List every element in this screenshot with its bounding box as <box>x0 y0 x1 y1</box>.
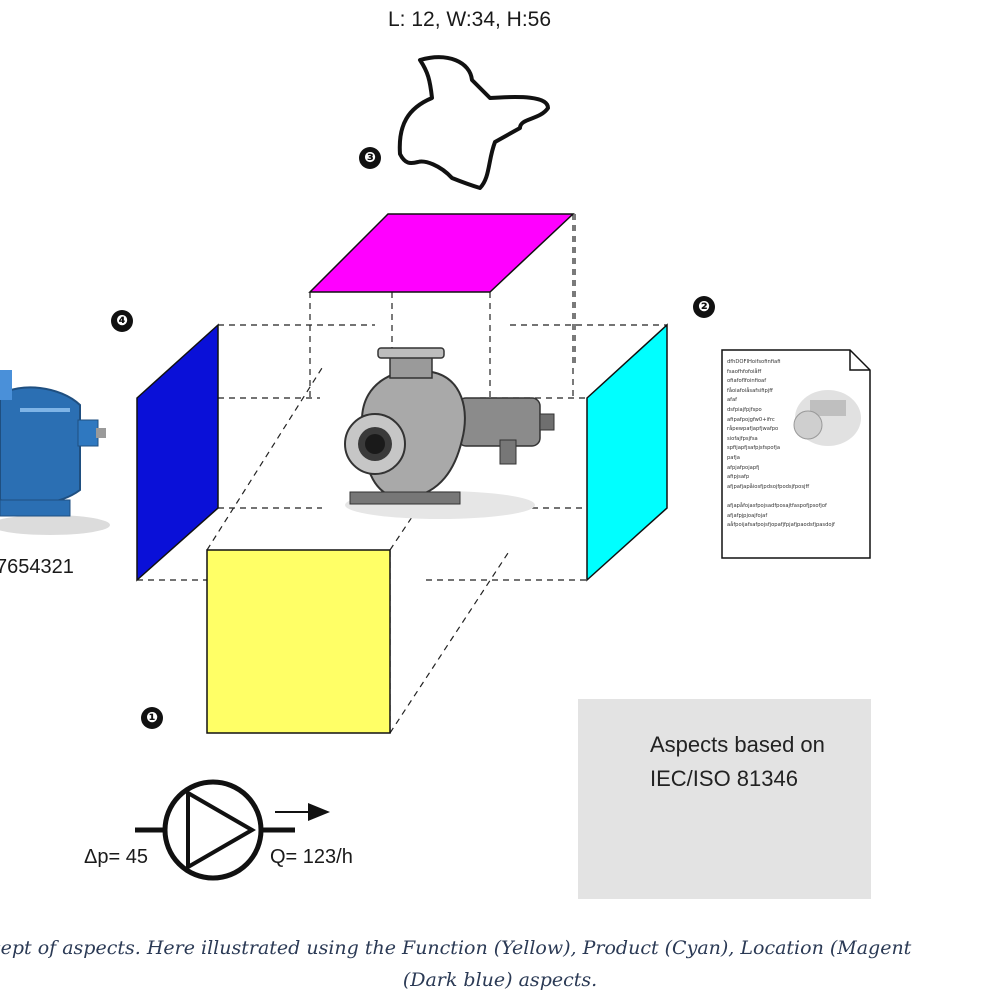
doc-line: afjpafjapåiosfjpdsojfpodsjfposjff <box>727 483 810 490</box>
marker-2: ❷ <box>693 296 715 318</box>
doc-line: råpewpafjapfjwafpo <box>727 426 779 433</box>
marker-1: ❶ <box>141 707 163 729</box>
legend-title: Aspects based on IEC/ISO 81346 <box>650 732 825 791</box>
doc-line: afjapåfojasfpojsadfposajtfaspofjpsofjof <box>727 502 827 509</box>
doc-line: afipjsafp <box>727 474 750 481</box>
marker-3: ❸ <box>359 147 381 169</box>
doc-line: spfijapfjsafpjsfspofja <box>727 445 781 452</box>
doc-line: aåfpoijafsafpojsfjopafjfpjafjpaodsfjpasd… <box>727 522 835 529</box>
doc-line: pafja <box>727 454 740 461</box>
serial-number-label: 7654321 <box>0 556 74 578</box>
doc-line <box>727 492 847 502</box>
left-pump-photo <box>0 370 110 535</box>
dimensions-label: L: 12, W:34, H:56 <box>388 8 552 31</box>
marker-4: ❹ <box>111 310 133 332</box>
legend-panel <box>578 699 871 899</box>
doc-line: afipafpojgfw0+ifrc <box>727 416 775 423</box>
location-face <box>308 213 575 293</box>
doc-line: dsfpiajfpjfspo <box>727 406 762 413</box>
caption-line-2: (Dark blue) aspects. <box>402 969 598 991</box>
pump-outline <box>397 55 550 190</box>
pump-image <box>344 347 555 519</box>
doc-line: fåoiafoiåsafsifipjff <box>727 387 773 394</box>
document-text: dfhDOFIHoifsofinfiafi fsaofhfofoiåff ofi… <box>727 358 847 531</box>
flow-arrow <box>275 803 330 821</box>
pump-symbol <box>135 779 295 881</box>
doc-line: fsaofhfofoiåff <box>727 368 762 375</box>
doc-line: dfhDOFIHoifsofinfiafi <box>727 359 781 365</box>
type-face <box>136 323 219 582</box>
document-icon <box>721 349 871 559</box>
doc-line: afpjafpojapfj <box>727 464 760 471</box>
caption-line-1: cept of aspects. Here illustrated using … <box>0 937 912 959</box>
doc-line: ofiafoflfoinfioaf <box>727 378 767 385</box>
doc-line: afaf <box>727 397 738 404</box>
function-face <box>206 549 391 734</box>
product-face <box>586 323 668 582</box>
doc-line: siofajfpsjfsa <box>727 435 758 442</box>
pressure-label: Δp= 45 <box>84 846 148 868</box>
flow-label: Q= 123/h <box>270 846 353 868</box>
doc-line: afjafpjpjoajfojaf <box>727 512 768 519</box>
